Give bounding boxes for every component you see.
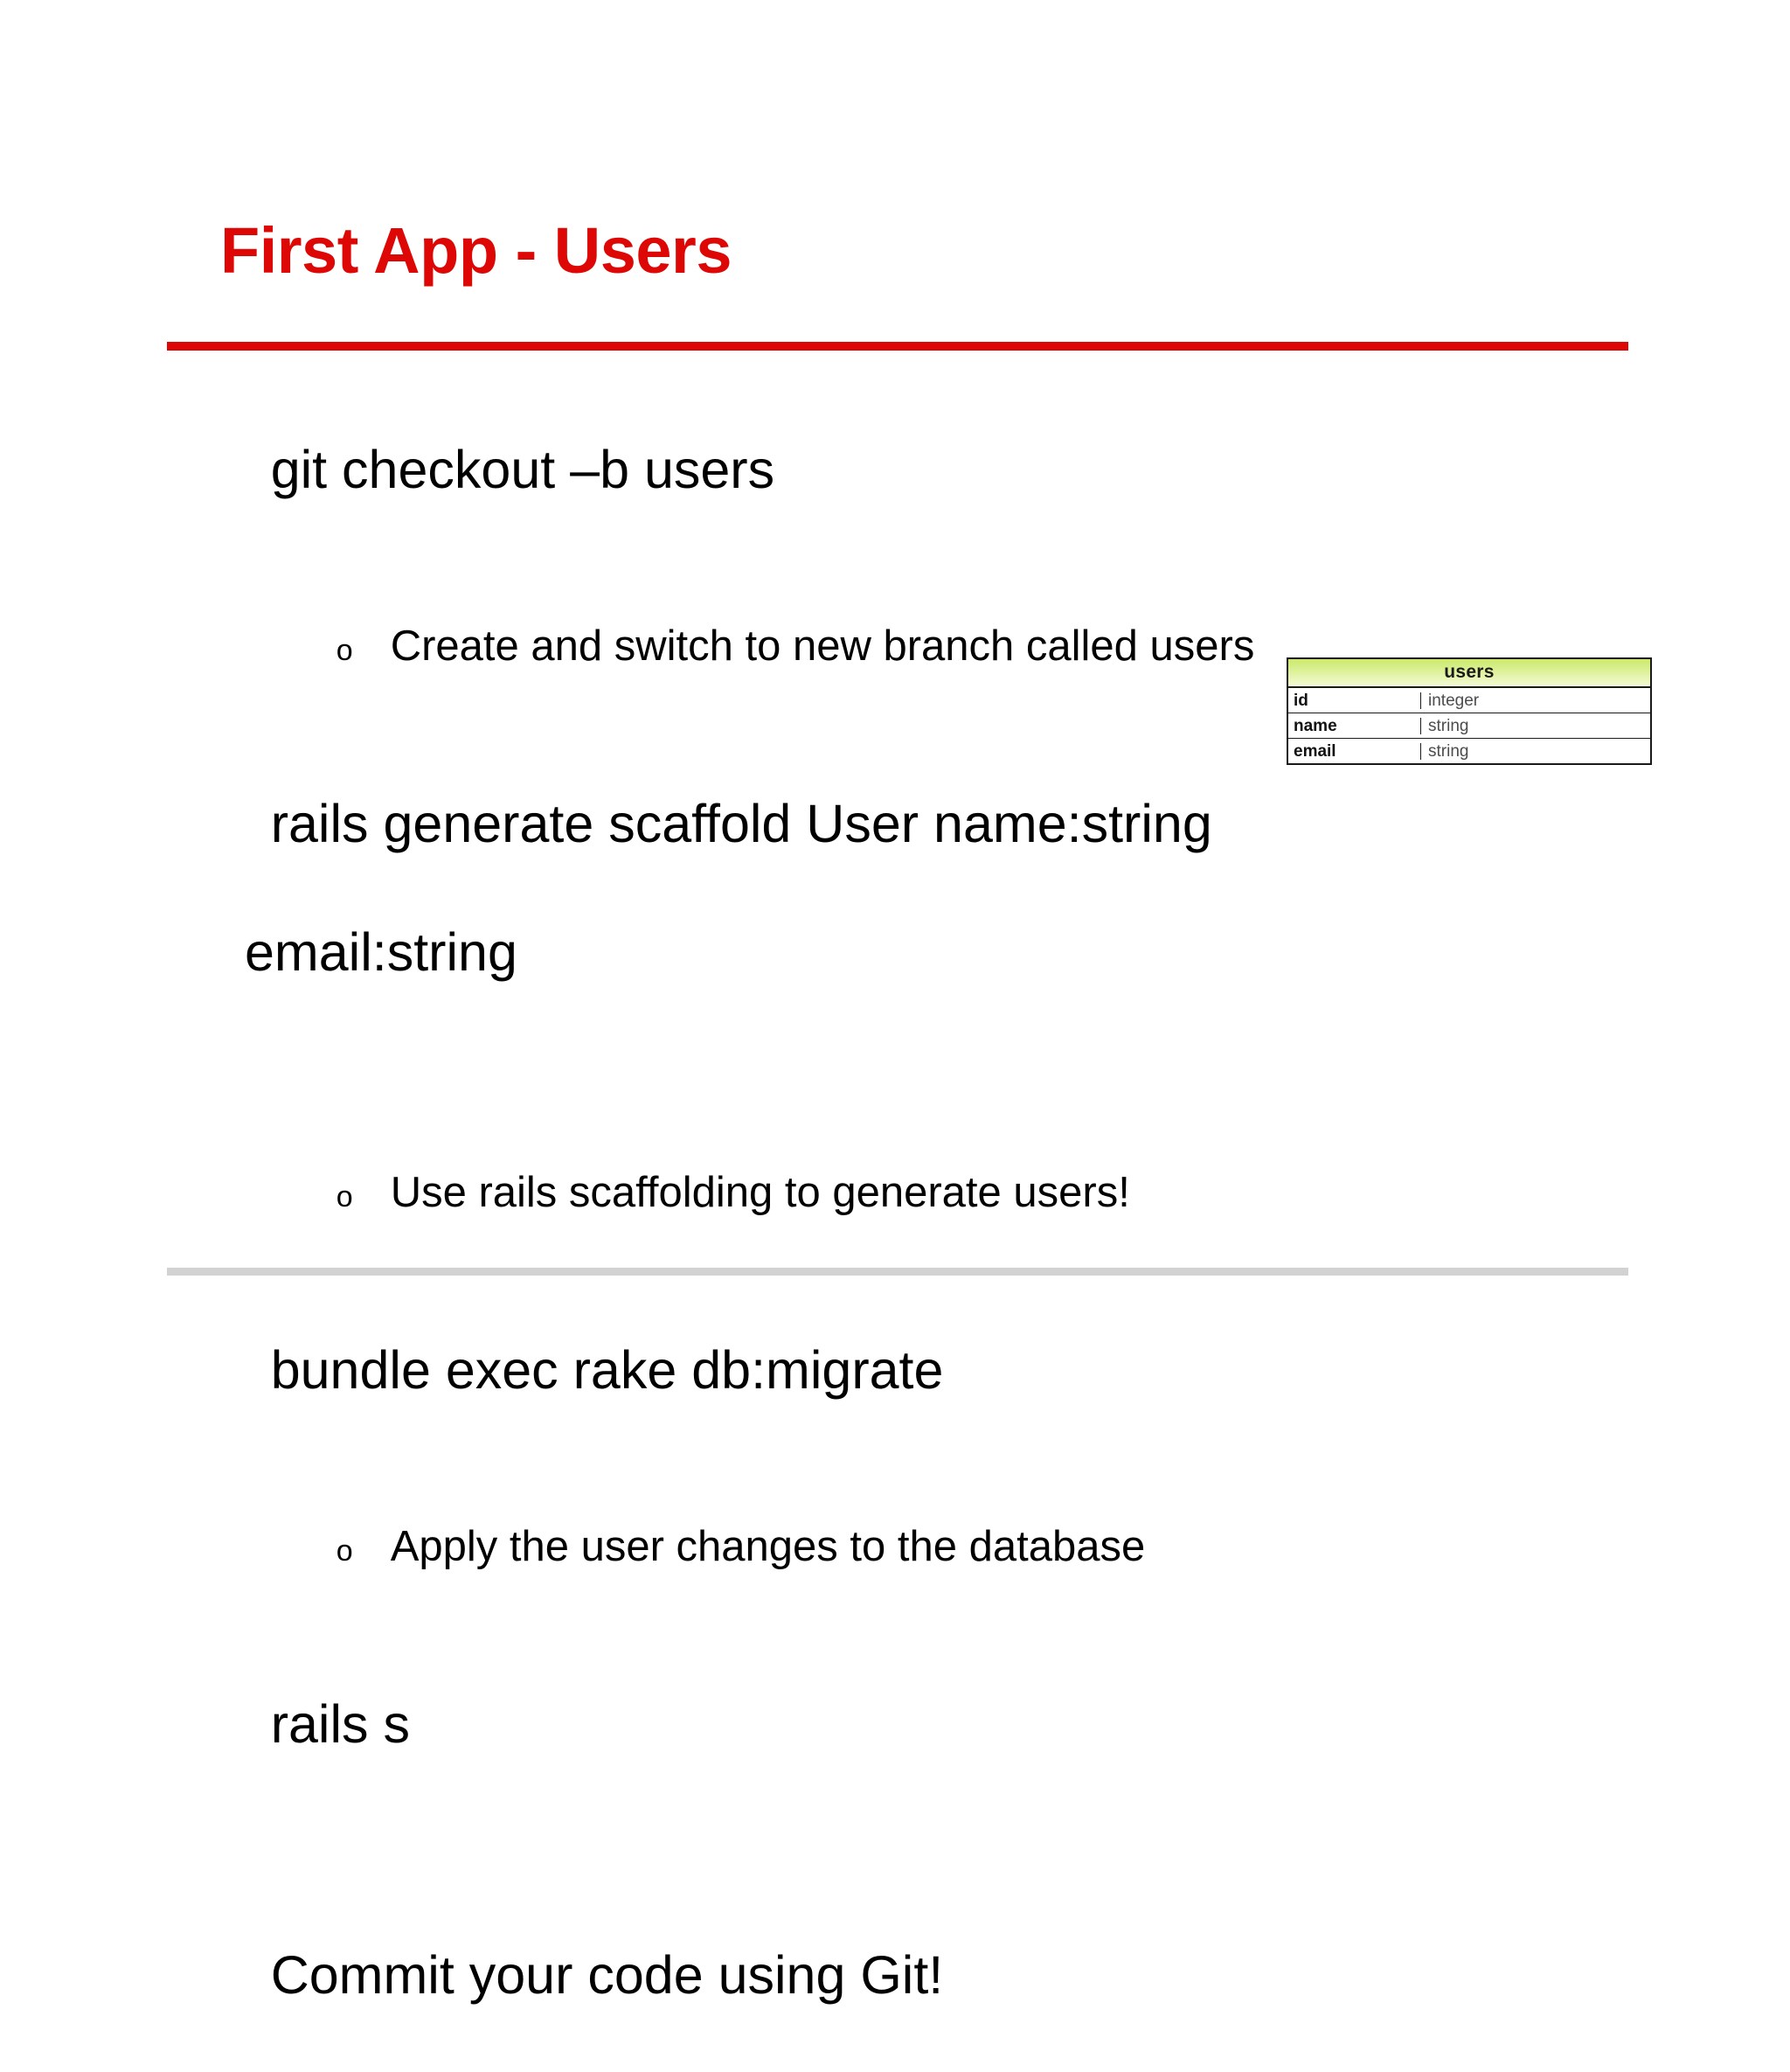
table-row: name string (1288, 713, 1650, 739)
circle-bullet-icon: o (336, 634, 353, 668)
column-type: string (1428, 741, 1469, 761)
table-row: id integer (1288, 688, 1650, 713)
subbullet-text: Apply the user changes to the database (390, 1522, 1146, 1570)
bullet-commit-code: Commit your code using Git! (0, 1880, 1790, 2072)
bullet-text: rails generate scaffold User name:string (270, 794, 1212, 854)
bullet-text: bundle exec rake db:migrate (270, 1339, 944, 1400)
column-name: id (1288, 692, 1421, 709)
circle-bullet-icon: o (336, 1179, 353, 1213)
page-title: First App - Users (220, 214, 732, 287)
bullet-text: git checkout –b users (270, 440, 775, 500)
column-type: integer (1428, 691, 1480, 710)
bullet-text: rails s (270, 1693, 410, 1754)
footer-divider-rule (167, 1268, 1628, 1276)
column-name: email (1288, 742, 1421, 760)
subbullet-text: Create and switch to new branch called u… (390, 622, 1255, 671)
column-name: name (1288, 717, 1421, 734)
title-divider-rule (167, 342, 1628, 351)
bullet-rails-generate-scaffold: rails generate scaffold User name:string… (0, 728, 1790, 1112)
bullet-bundle-exec-rake: bundle exec rake db:migrate (0, 1275, 1790, 1467)
blank-line-spacer (0, 1820, 1790, 1880)
subbullet-use-scaffolding: o Use rails scaffolding to generate users… (0, 1112, 1790, 1274)
bullet-rails-s: rails s (0, 1629, 1790, 1821)
circle-bullet-icon: o (336, 1533, 353, 1568)
table-title: users (1288, 659, 1650, 688)
table-row: email string (1288, 739, 1650, 763)
slide-canvas: First App - Users git checkout –b users … (167, 214, 1652, 2006)
subbullet-apply-user-changes: o Apply the user changes to the database (0, 1466, 1790, 1628)
slide-body: git checkout –b users o Create and switch… (0, 374, 1790, 2072)
column-type: string (1428, 716, 1469, 735)
bullet-text: Commit your code using Git! (270, 1945, 944, 2006)
subbullet-create-switch-branch: o Create and switch to new branch called … (0, 567, 1790, 728)
bullet-git-checkout: git checkout –b users (0, 374, 1790, 567)
users-schema-table: users id integer name string email strin… (1287, 657, 1652, 765)
subbullet-text: Use rails scaffolding to generate users! (390, 1168, 1130, 1216)
bullet-text-wrapped: email:string (245, 921, 517, 982)
